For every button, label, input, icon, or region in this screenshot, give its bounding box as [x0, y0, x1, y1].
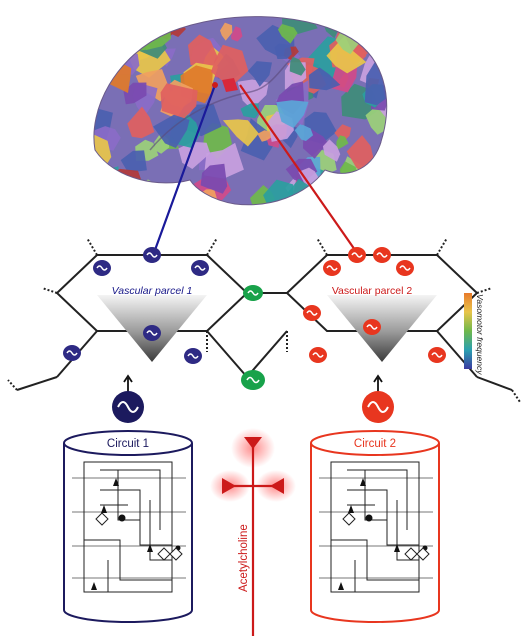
vascular-network: [16, 254, 513, 391]
brain-parcel-patch: [129, 179, 172, 205]
brain-parcel-patch: [340, 16, 363, 32]
parcel2-link-line: [239, 84, 356, 251]
brain-parcel-patch: [93, 179, 98, 202]
brain-parcel-patch: [138, 16, 158, 27]
parcel2-nodes: [303, 247, 446, 363]
pyramidal-neuron-icon: [244, 437, 262, 449]
oscillator-node: [184, 348, 202, 364]
oscillator-node: [93, 260, 111, 276]
cone-oscillator-node: [363, 319, 381, 335]
brain-parcel-patch: [125, 16, 147, 28]
oscillator-node: [303, 305, 321, 321]
brain-parcel-patch: [322, 139, 341, 162]
brain-parcel-patch: [336, 135, 349, 150]
oscillator-node: [396, 260, 414, 276]
brain-parcel-patch: [318, 176, 333, 194]
sine-wave-icon: [117, 401, 139, 413]
oscillator-node: [323, 260, 341, 276]
brain-parcellation: [81, 16, 387, 206]
acetylcholine-neuron: [210, 428, 296, 636]
brain-parcel-patch: [200, 163, 228, 194]
circuit1-interneurons: [95, 512, 183, 561]
shared-nodes: [241, 285, 265, 390]
parcel1-nodes: [63, 247, 209, 364]
brain-parcel-patch: [373, 166, 387, 187]
vasomotor-colorbar: [464, 293, 472, 369]
brain-parcel-patch: [194, 189, 218, 205]
circuit1-wiring: [83, 461, 173, 593]
oscillator-node: [348, 247, 366, 263]
circuit1-label: Circuit 1: [107, 438, 149, 450]
brain-parcel-patch: [136, 16, 159, 30]
circuit2-pacemaker: [362, 374, 394, 423]
highlighted-region: [222, 78, 238, 92]
brain-parcel-patch: [257, 130, 273, 142]
brain-parcel-patch: [102, 180, 133, 205]
brain-parcel-patch: [231, 26, 243, 42]
circuit2-interneurons: [342, 512, 430, 561]
brain-parcel-patch: [81, 38, 93, 51]
brain-parcel-patch: [211, 44, 249, 88]
brain-parcel-patch: [263, 179, 294, 205]
brain-parcel-patch: [123, 82, 147, 105]
circuit2-wiring: [330, 461, 420, 593]
brain-parcel-patch: [237, 79, 269, 110]
brain-parcel-patch: [119, 177, 141, 202]
brain-parcel-patch: [308, 67, 341, 91]
circuit2-cylinder: Circuit 2: [310, 430, 440, 623]
brain-parcel-patch: [294, 123, 314, 141]
sine-wave-icon: [367, 401, 389, 413]
network-stubs: [7, 237, 521, 403]
brain-parcel-patch: [120, 150, 147, 172]
brain-parcel-patch: [127, 106, 155, 139]
brain-parcel-patch: [274, 43, 292, 59]
parcel2-label: Vascular parcel 2: [332, 285, 413, 297]
brain-parcel-patch: [160, 83, 198, 119]
brain-parcel-patch: [334, 186, 359, 205]
brain-parcel-patch: [130, 19, 147, 41]
brain-parcel-patch: [220, 22, 233, 41]
colorbar-label: Vasomotor frequency: [475, 294, 485, 375]
acetylcholine-label: Acetylcholine: [238, 524, 250, 592]
cortical-layers: [319, 477, 433, 579]
oscillator-node: [243, 285, 263, 301]
brain-parcel-patch: [352, 16, 387, 40]
parcel1-link-line: [153, 84, 217, 251]
oscillator-node: [63, 345, 81, 361]
brain-parcel-patch: [153, 114, 190, 148]
parcel2-cone: [327, 295, 437, 362]
brain-parcel-patch: [117, 30, 150, 53]
circuit2-label: Circuit 2: [354, 438, 396, 450]
brain-parcel-patch: [113, 21, 128, 36]
brain-parcel-patch: [334, 124, 352, 143]
cone-oscillator-node: [143, 325, 161, 341]
oscillator-node: [241, 370, 265, 390]
brain-parcel-patch: [222, 119, 259, 147]
circuit1-cylinder: Circuit 1: [63, 430, 193, 623]
oscillator-node: [309, 347, 327, 363]
oscillator-node: [373, 247, 391, 263]
parcel-origin-marker: [212, 82, 218, 88]
brain-parcel-patch: [276, 100, 309, 128]
brain-parcel-patch: [289, 56, 306, 76]
brain-parcel-patch: [344, 177, 366, 200]
circuit1-pacemaker: [112, 374, 144, 423]
parcel1-label: Vascular parcel 1: [112, 285, 193, 297]
oscillator-node: [428, 347, 446, 363]
oscillator-node: [143, 247, 161, 263]
brain-parcel-patch: [277, 24, 298, 44]
circuit2-neurons: [338, 478, 428, 590]
brain-parcel-patch: [326, 35, 367, 74]
oscillator-node: [191, 260, 209, 276]
brain-parcel-patch: [188, 34, 218, 69]
circuit1-neurons: [91, 478, 181, 590]
brain-parcel-patch: [352, 16, 387, 38]
brain-parcel-patch: [352, 16, 375, 35]
cortical-layers: [72, 477, 186, 579]
brain-parcel-patch: [247, 61, 272, 87]
brain-parcel-patch: [378, 168, 387, 183]
shared-vessel: [206, 330, 288, 379]
